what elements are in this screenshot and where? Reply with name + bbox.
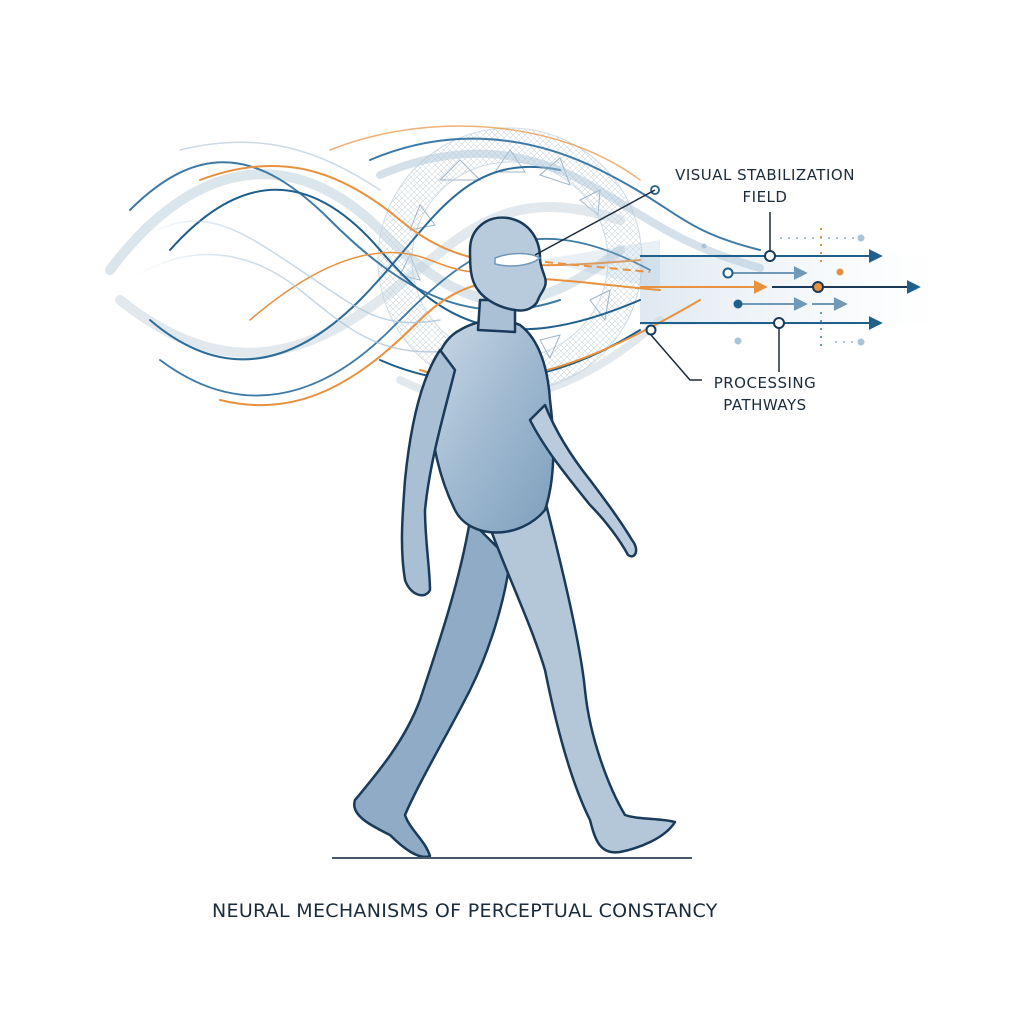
- pathway-arrows: [640, 228, 921, 348]
- walking-human-figure: [353, 216, 677, 859]
- callout-leaders: [534, 189, 780, 381]
- callout-line-2: FIELD: [742, 188, 788, 206]
- pathway-band: [640, 255, 940, 325]
- gaze-beam: [540, 240, 660, 290]
- callout-visual-stabilization-field: VISUAL STABILIZATION FIELD: [640, 164, 890, 208]
- diagram-title: NEURAL MECHANISMS OF PERCEPTUAL CONSTANC…: [212, 900, 718, 922]
- callout-line-1: PROCESSING: [713, 374, 817, 392]
- callout-line-2: PATHWAYS: [723, 396, 807, 414]
- callout-processing-pathways: PROCESSING PATHWAYS: [700, 372, 830, 416]
- callout-line-1: VISUAL STABILIZATION: [675, 166, 855, 184]
